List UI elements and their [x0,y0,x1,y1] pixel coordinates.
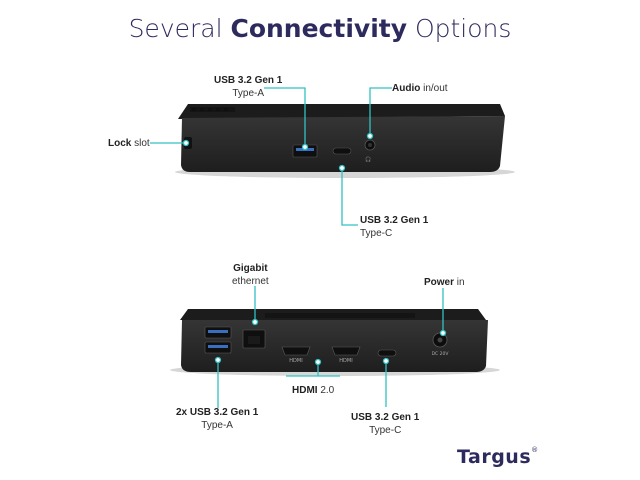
label-usb-a-bottom: 2x USB 3.2 Gen 1 Type-A [176,406,258,432]
title-bold: Connectivity [230,14,408,43]
label-ethernet: Gigabit ethernet [232,262,269,288]
label-hdmi: HDMI 2.0 [292,384,334,397]
bottom-dock: HDMI HDMI DC 20V [170,309,500,376]
usb-c-top-name: USB 3.2 Gen 1 [360,215,429,226]
label-usb-a-top: USB 3.2 Gen 1 Type-A [214,74,282,100]
callout-dots [182,132,447,366]
audio-suffix: in/out [420,83,448,94]
ethernet-sub: ethernet [232,276,269,287]
usb-c-port-2-icon [377,349,397,357]
lock-name: Lock [108,138,132,149]
label-lock: Lock slot [108,137,150,150]
hdmi-2-print: HDMI [339,358,352,364]
usb-c-bottom-type: Type-C [369,425,402,436]
hdmi-1-print: HDMI [289,358,302,364]
dc-print: DC 20V [432,351,450,357]
hdmi-port-2-icon [331,346,361,356]
hdmi-port-1-icon [281,346,311,356]
usb-c-bottom-name: USB 3.2 Gen 1 [351,412,420,423]
brand-logo: Targus® [457,446,539,468]
power-name: Power [424,277,455,288]
callout-lines [150,87,444,408]
label-power: Power in [424,276,465,289]
title-part-1: Several [128,14,231,43]
lock-suffix: slot [131,138,150,149]
usb-a-top-name: USB 3.2 Gen 1 [214,75,283,86]
hdmi-suffix: 2.0 [317,385,335,396]
label-audio: Audio in/out [392,82,448,95]
label-usb-c-bottom: USB 3.2 Gen 1 Type-C [351,411,419,437]
ethernet-name: Gigabit [233,263,268,274]
hdmi-name: HDMI [292,385,318,396]
audio-name: Audio [392,83,421,94]
power-suffix: in [454,277,465,288]
page-title: Several Connectivity Options [0,14,640,43]
top-dock: 🎧 [175,104,515,178]
usb-a-bottom-name: 2x USB 3.2 Gen 1 [176,407,259,418]
title-part-2: Options [407,14,512,43]
usb-c-top-type: Type-C [360,228,393,239]
label-usb-c-top: USB 3.2 Gen 1 Type-C [360,214,428,240]
brand-mark: ® [531,446,539,454]
svg-text:🎧: 🎧 [365,156,371,163]
usb-a-bottom-type: Type-A [201,420,233,431]
usb-c-port-icon [332,147,352,155]
brand-name: Targus [457,446,532,468]
usb-a-top-type: Type-A [232,88,265,99]
